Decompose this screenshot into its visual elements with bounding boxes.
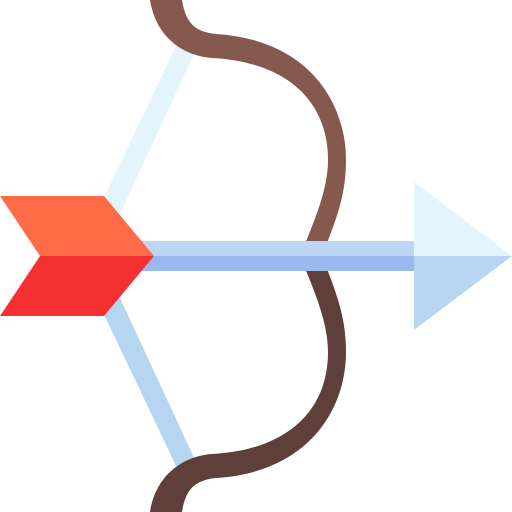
fletching-upper <box>0 196 154 256</box>
bow-string-lower <box>100 298 196 470</box>
arrow-shaft-upper <box>140 241 420 256</box>
bow-limb-lower <box>150 256 346 512</box>
arrowhead-upper <box>414 182 512 256</box>
arrow-shaft-lower <box>140 256 420 271</box>
arrowhead-lower <box>414 256 512 330</box>
bow-limb-upper <box>150 0 346 256</box>
fletching-lower <box>0 256 154 316</box>
bow-string-upper <box>100 42 196 214</box>
